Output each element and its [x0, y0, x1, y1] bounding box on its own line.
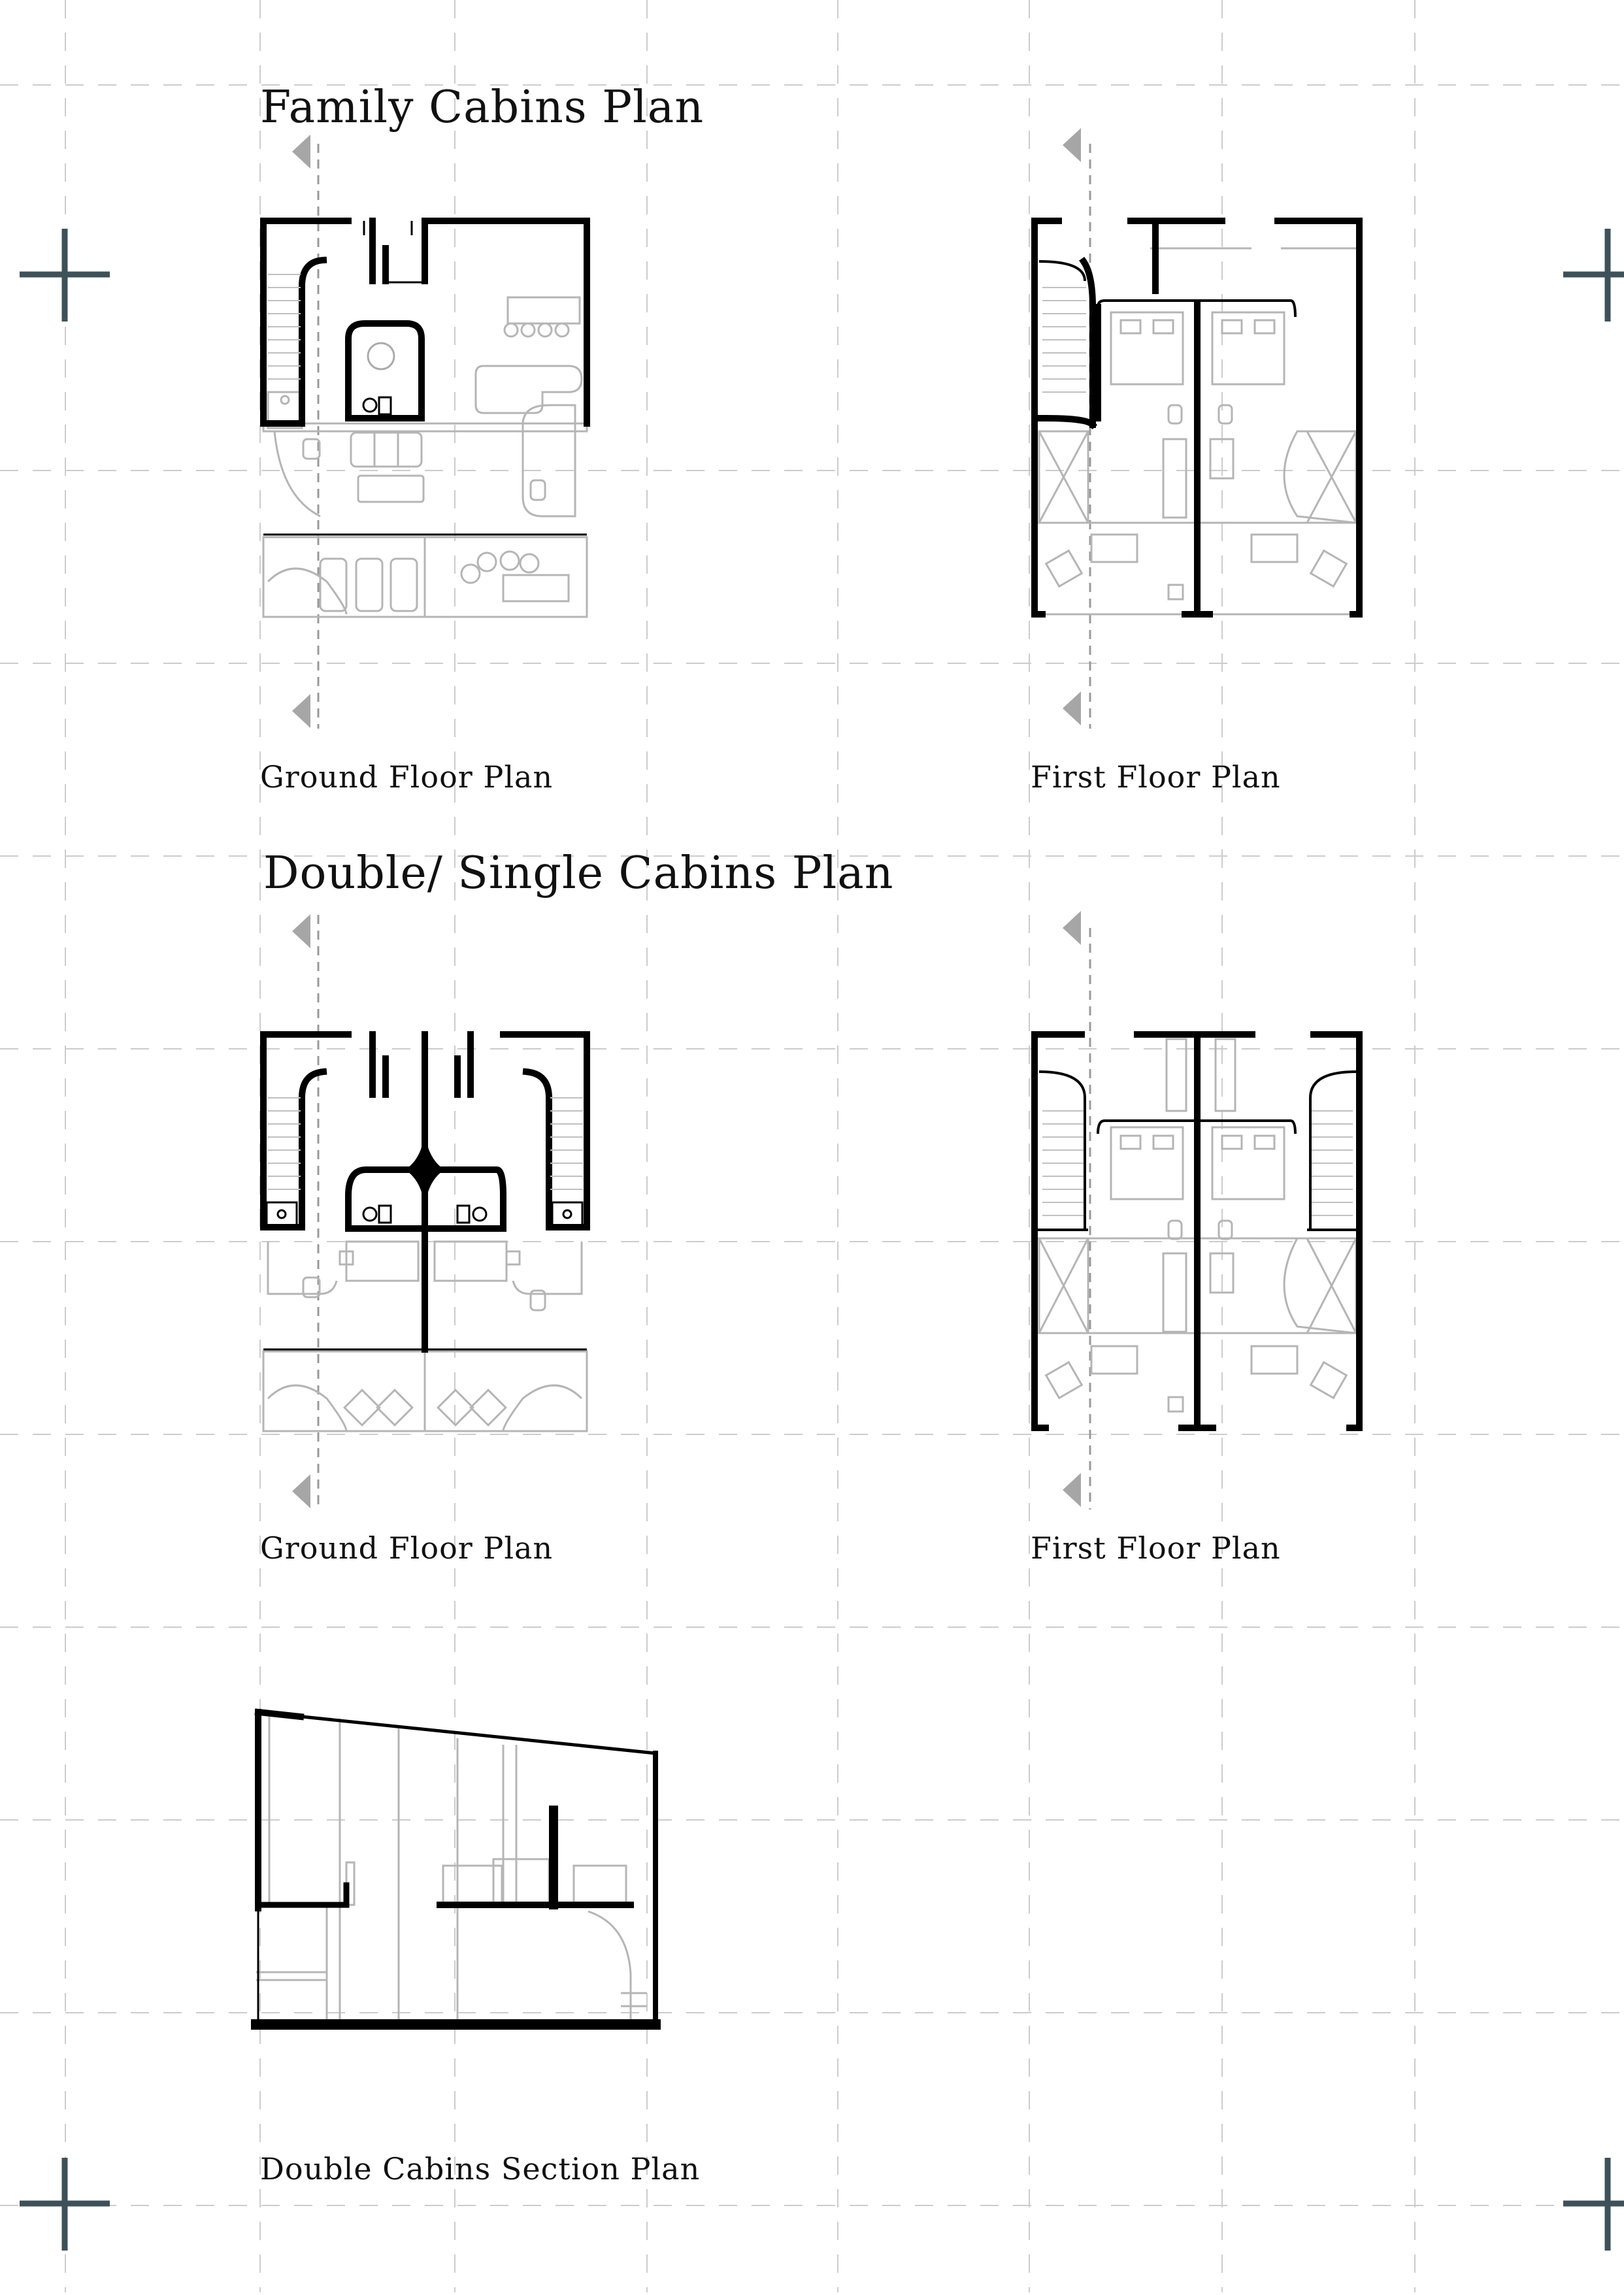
double-first-thin — [1035, 1070, 1359, 1231]
section-plan-caption: Double Cabins Section Plan — [260, 2151, 701, 2187]
family-first-walls — [1031, 218, 1363, 618]
triangle-arrow-icon — [1063, 128, 1081, 162]
double-cabins-section — [251, 1708, 661, 2030]
double-first-stair — [1042, 1110, 1353, 1216]
family-first-stair — [1042, 287, 1086, 393]
double-ground-floor-caption: Ground Floor Plan — [260, 1530, 554, 1566]
family-cabins-title: Family Cabins Plan — [260, 82, 704, 133]
double-ground-floor-plan — [260, 914, 590, 1510]
double-ground-stair — [268, 1097, 583, 1190]
crosshair-icon — [1563, 2158, 1624, 2251]
double-first-floor-caption: First Floor Plan — [1031, 1530, 1281, 1566]
triangle-arrow-icon — [292, 1474, 310, 1508]
triangle-arrow-icon — [1063, 911, 1081, 945]
double-ground-thin — [263, 1201, 587, 1351]
crosshair-icon — [1563, 229, 1624, 322]
family-first-thin — [1038, 260, 1297, 318]
double-first-floor-plan — [1031, 911, 1363, 1510]
crosshair-icon — [20, 2158, 110, 2251]
family-ground-thin — [263, 221, 587, 536]
family-ground-stair — [268, 274, 301, 380]
section-walls — [251, 1708, 661, 2030]
section-light-lines — [256, 1715, 647, 2024]
family-ground-walls — [260, 218, 590, 427]
double-single-cabins-title: Double/ Single Cabins Plan — [263, 848, 894, 899]
family-first-floor-plan — [1031, 128, 1363, 729]
registration-crosshairs — [20, 229, 1624, 2251]
triangle-arrow-icon — [292, 694, 310, 728]
family-ground-furniture — [262, 296, 588, 618]
triangle-arrow-icon — [1063, 691, 1081, 725]
family-first-floor-caption: First Floor Plan — [1031, 759, 1281, 795]
double-ground-hub — [405, 1124, 444, 1215]
family-ground-floor-plan — [260, 135, 590, 729]
crosshair-icon — [20, 229, 110, 322]
triangle-arrow-icon — [292, 914, 310, 948]
triangle-arrow-icon — [1063, 1473, 1081, 1507]
family-ground-floor-caption: Ground Floor Plan — [260, 759, 554, 795]
family-first-walls-lower — [1031, 536, 1363, 618]
triangle-arrow-icon — [292, 135, 310, 169]
